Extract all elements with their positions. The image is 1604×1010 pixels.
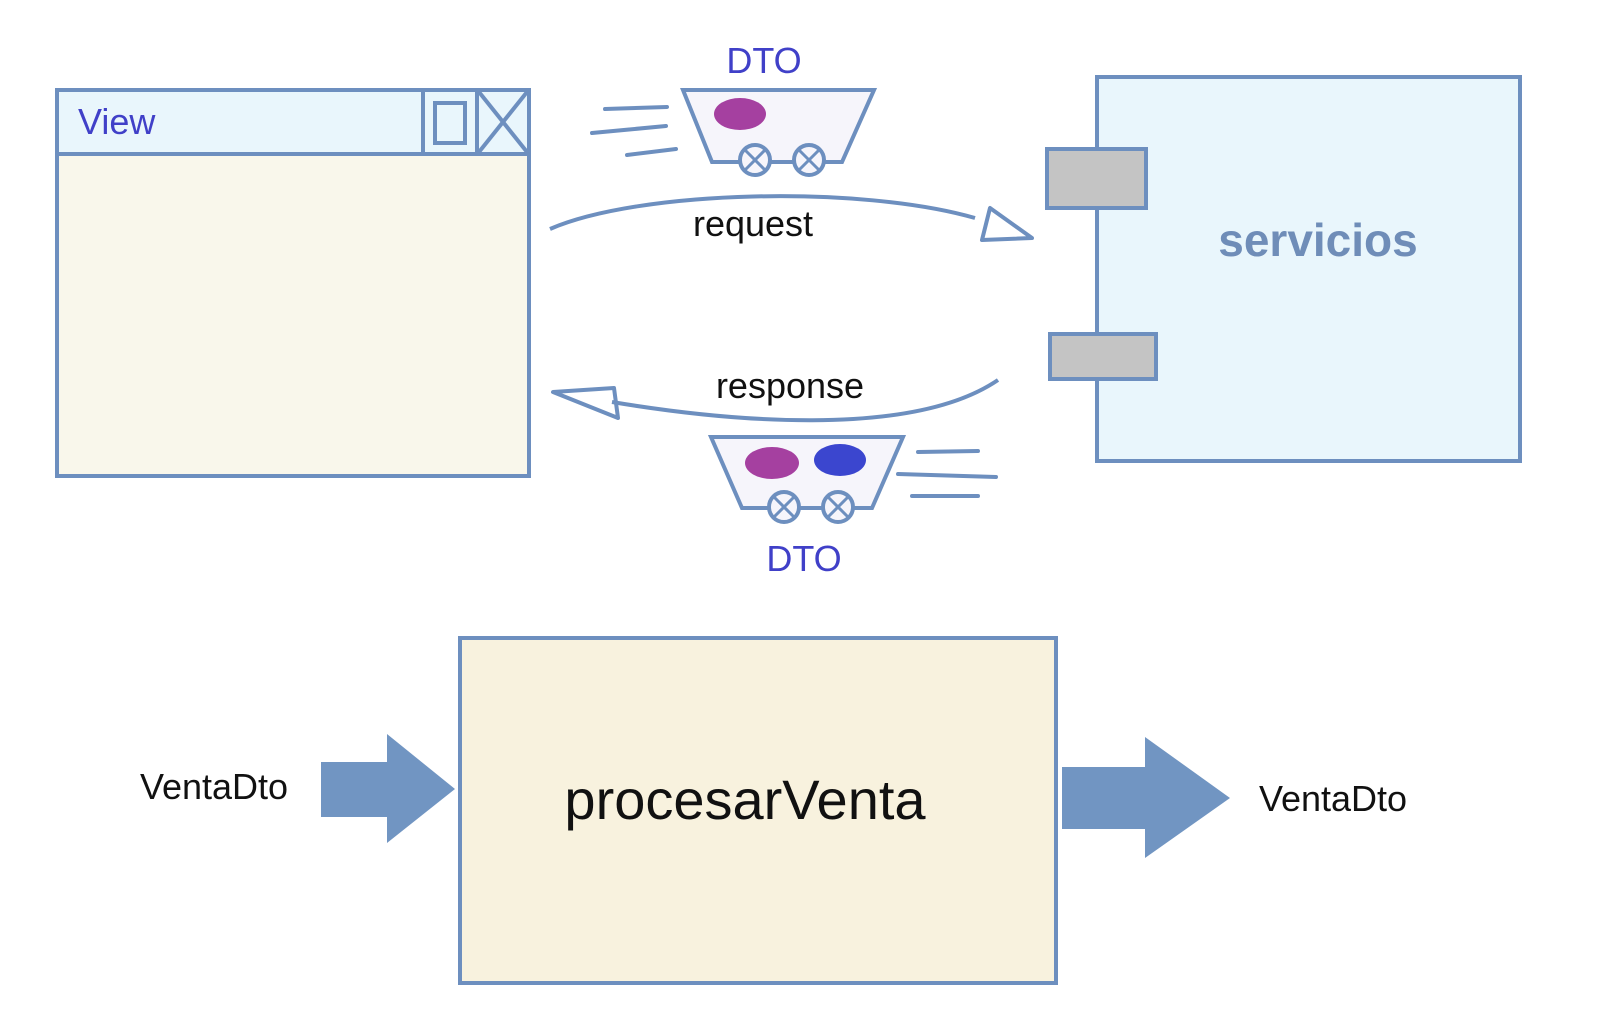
servicios-port-bottom [1048,332,1158,381]
response-arrowhead [551,386,620,420]
data-item-purple [714,98,766,130]
view-window: View [55,88,531,478]
process-box [458,636,1058,985]
dto-cart-icon [680,88,878,177]
servicios-component: servicios [1045,75,1522,463]
cart-wheel [792,143,826,177]
servicios-label: servicios [1218,214,1417,266]
response-label: response [716,365,864,406]
input-label: VentaDto [140,766,288,807]
view-window-titlebar [55,88,531,156]
request-label: request [693,203,813,244]
maximize-icon[interactable] [433,101,467,145]
servicios-box [1095,75,1522,463]
request-dto-label: DTO [726,40,801,81]
input-arrow [321,734,455,843]
response-arrow [611,378,1000,423]
dto-cart-icon [707,435,907,524]
request-arrowhead [980,206,1034,242]
request-flow: DTO request [549,40,1034,244]
data-item-blue [814,444,866,476]
response-flow: response DTO [551,365,1000,579]
cart-wheel [821,490,855,524]
process-label: procesarVenta [564,768,926,831]
request-arrow [549,194,976,231]
output-arrow [1062,737,1230,858]
data-item-purple [745,447,799,479]
response-motion-lines [896,449,998,498]
output-label: VentaDto [1259,778,1407,819]
response-dto-label: DTO [766,538,841,579]
close-icon[interactable] [477,90,529,154]
cart-wheel [767,490,801,524]
cart-wheel [738,143,772,177]
process-flow: VentaDto procesarVenta VentaDto [140,636,1407,985]
servicios-port-top [1045,147,1148,210]
view-window-title: View [78,101,156,142]
request-motion-lines [590,105,678,157]
